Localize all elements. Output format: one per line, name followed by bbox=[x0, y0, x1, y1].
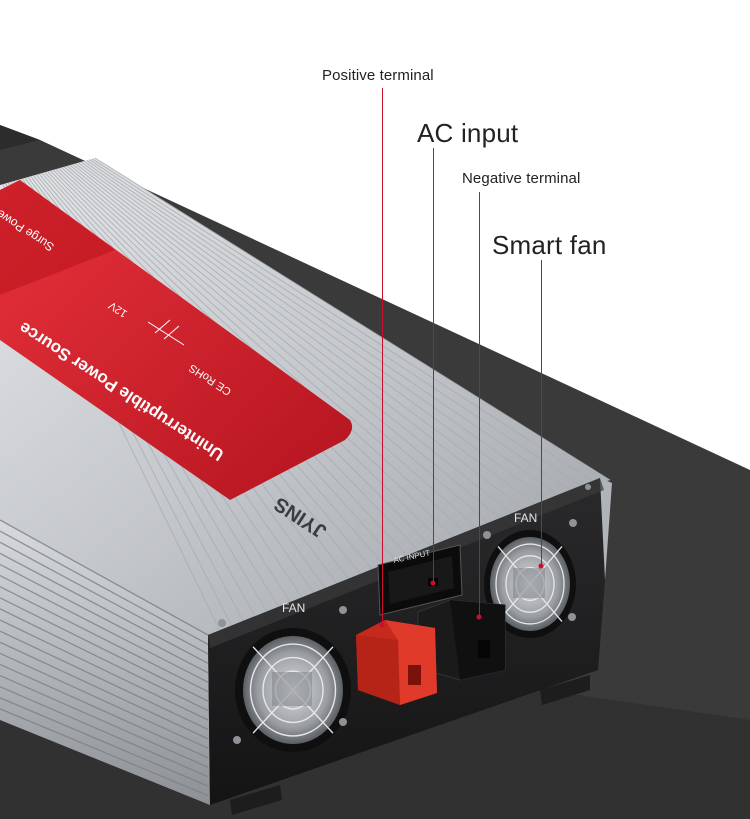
fan-right bbox=[484, 530, 576, 638]
ac-input-socket bbox=[377, 544, 463, 616]
callout-anchors bbox=[379, 563, 544, 628]
leader-ac-input bbox=[433, 148, 434, 583]
leader-positive-terminal bbox=[382, 88, 383, 625]
side-fins bbox=[0, 519, 209, 797]
negative-terminal-cap bbox=[417, 599, 506, 681]
panel-screws bbox=[218, 484, 591, 744]
positive-terminal-cap bbox=[356, 620, 437, 705]
fan-left bbox=[235, 628, 351, 752]
circuit-symbol-icon bbox=[147, 319, 185, 346]
fan-label-right: FAN bbox=[514, 511, 537, 525]
callout-ac-input: AC input bbox=[417, 118, 519, 148]
leader-negative-terminal bbox=[479, 192, 480, 617]
callout-smart-fan: Smart fan bbox=[492, 230, 607, 260]
leader-smart-fan bbox=[541, 260, 542, 566]
callout-positive-terminal: Positive terminal bbox=[322, 67, 434, 84]
callout-negative-terminal: Negative terminal bbox=[462, 170, 581, 187]
fan-label-left: FAN bbox=[282, 601, 305, 615]
